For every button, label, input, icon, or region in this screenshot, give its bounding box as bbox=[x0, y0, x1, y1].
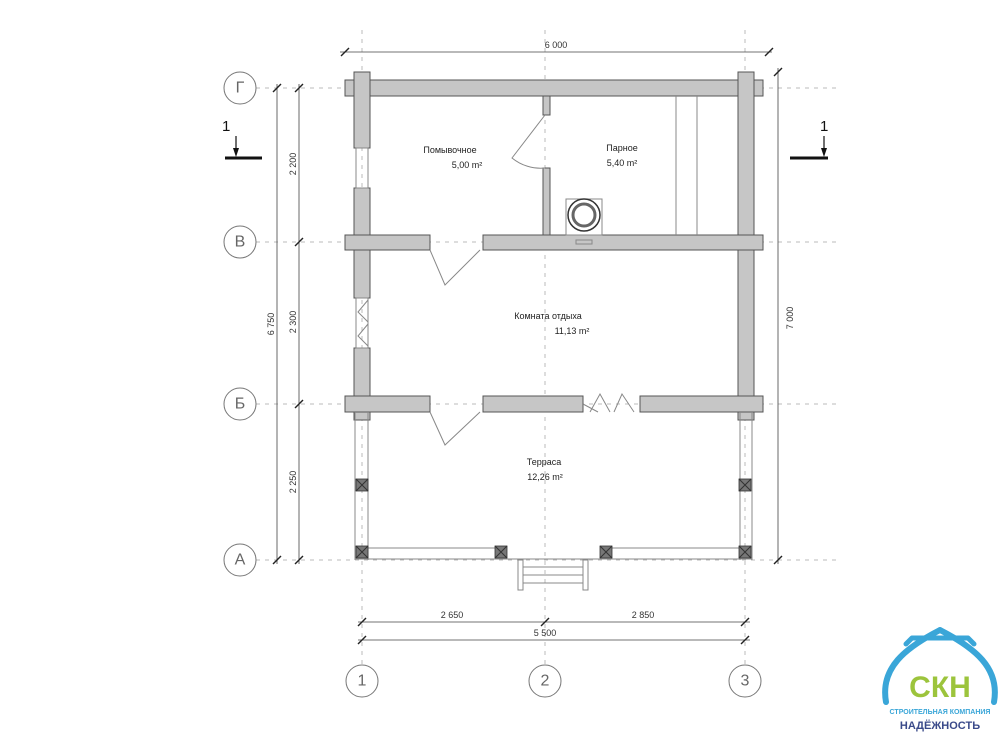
dim-left-segment: 2 200 bbox=[288, 153, 298, 176]
stove-icon bbox=[565, 198, 603, 236]
section-marker-left: 1 bbox=[222, 118, 262, 160]
logo-letters: СКН bbox=[909, 671, 971, 704]
dim-left-segment: 2 250 bbox=[288, 471, 298, 494]
room-name: Комната отдыха bbox=[514, 311, 582, 321]
logo-line1: СТРОИТЕЛЬНАЯ КОМПАНИЯ bbox=[890, 709, 991, 716]
room-area: 11,13 m² bbox=[555, 326, 590, 336]
dim-left-total: 6 750 bbox=[266, 313, 276, 336]
section-label: 1 bbox=[820, 118, 828, 135]
dim-bottom-segment: 2 650 bbox=[441, 610, 464, 620]
walls bbox=[344, 71, 764, 421]
porch-stairs bbox=[517, 559, 589, 591]
axis-label: 2 bbox=[541, 673, 550, 690]
room-area: 5,40 m² bbox=[607, 158, 638, 168]
terrace bbox=[354, 412, 753, 591]
axis-label: 3 bbox=[741, 673, 750, 690]
dimensions: 6 000 6 750 2 200 2 300 2 250 7 000 2 65… bbox=[266, 40, 795, 645]
posts bbox=[355, 478, 752, 559]
dim-bottom-total: 5 500 bbox=[534, 628, 557, 638]
dim-top: 6 000 bbox=[545, 40, 568, 50]
logo-line2: НАДЁЖНОСТЬ bbox=[900, 719, 980, 732]
room-labels: Помывочное 5,00 m² Парное 5,40 m² Комнат… bbox=[423, 143, 637, 482]
section-marker-right: 1 bbox=[790, 118, 828, 160]
dim-right-total: 7 000 bbox=[785, 307, 795, 330]
dim-bottom-segment: 2 850 bbox=[632, 610, 655, 620]
company-logo: СКН СТРОИТЕЛЬНАЯ КОМПАНИЯ НАДЁЖНОСТЬ bbox=[882, 627, 998, 732]
section-label: 1 bbox=[222, 118, 230, 135]
axis-markers: Г В Б А 1 2 3 bbox=[223, 71, 762, 698]
room-name: Парное bbox=[606, 143, 637, 153]
axis-label: В bbox=[235, 234, 246, 251]
room-area: 5,00 m² bbox=[452, 160, 483, 170]
room-area: 12,26 m² bbox=[527, 472, 563, 482]
axis-label: Г bbox=[236, 80, 245, 97]
axis-label: А bbox=[235, 552, 246, 569]
axis-label: 1 bbox=[358, 673, 367, 690]
room-name: Помывочное bbox=[423, 145, 476, 155]
axis-label: Б bbox=[235, 396, 246, 413]
dim-left-segment: 2 300 bbox=[288, 311, 298, 334]
room-name: Терраса bbox=[527, 457, 562, 467]
openings bbox=[355, 96, 698, 446]
